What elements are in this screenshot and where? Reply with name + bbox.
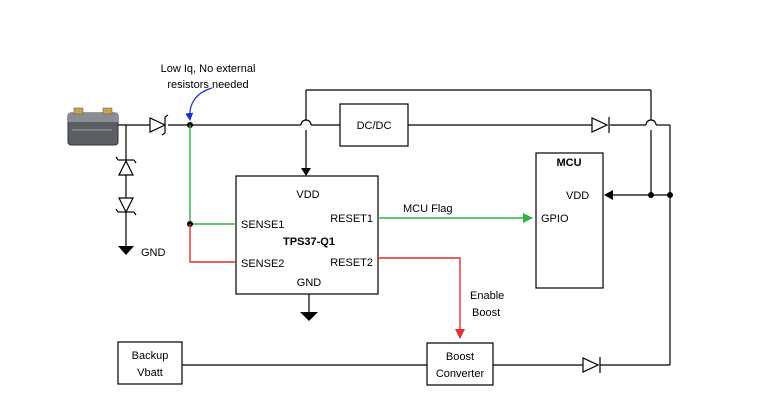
- ic-ground-icon: [300, 312, 318, 321]
- tvs-diode-stack-icon: [115, 125, 137, 246]
- mcu-gpio-label: GPIO: [541, 213, 569, 225]
- ic-reset1-label: RESET1: [330, 213, 373, 225]
- car-battery-icon: [67, 107, 119, 146]
- dcdc-label: DC/DC: [357, 120, 392, 132]
- boost-label-1: Boost: [446, 351, 474, 363]
- ic-sense1-label: SENSE1: [241, 219, 284, 231]
- ic-gnd-label: GND: [297, 277, 322, 289]
- backup-label-1: Backup: [132, 350, 169, 362]
- output-diode-icon: [591, 117, 610, 133]
- ground-icon: [118, 246, 134, 255]
- mcu-title: MCU: [556, 157, 581, 169]
- backup-diode-icon: [582, 357, 601, 373]
- sense2-wire: [189, 224, 236, 263]
- enable-boost-label-2: Boost: [472, 307, 500, 319]
- ic-sense2-label: SENSE2: [241, 258, 284, 270]
- vdd-feed-wire: [305, 89, 652, 195]
- dcdc-block: [339, 103, 409, 147]
- tps37-block: [235, 175, 379, 295]
- mcu-vdd-arrow: [604, 190, 613, 200]
- mcu-vdd-label: VDD: [566, 190, 589, 202]
- ic-reset2-label: RESET2: [330, 257, 373, 269]
- ic-vdd-arrow: [301, 168, 311, 176]
- boost-converter-block: [426, 342, 494, 386]
- rail-node-2: [667, 192, 673, 198]
- backup-vbatt-block: [117, 341, 183, 385]
- boost-label-2: Converter: [436, 368, 485, 380]
- gnd-label: GND: [141, 247, 166, 259]
- ic-name: TPS37-Q1: [283, 236, 335, 248]
- enable-boost-label-1: Enable: [470, 290, 504, 302]
- annotation-arrow: [185, 87, 213, 121]
- rail-node-1: [648, 192, 654, 198]
- reverse-protection-diode-icon: [149, 114, 169, 136]
- ic-vdd-label: VDD: [296, 189, 319, 201]
- right-rail: [613, 125, 671, 365]
- annotation-line-1: Low Iq, No external: [161, 63, 256, 75]
- mcu-block: [535, 152, 604, 289]
- backup-label-2: Vbatt: [137, 367, 163, 379]
- mcu-flag-label: MCU Flag: [403, 203, 453, 215]
- annotation-line-2: resistors needed: [167, 79, 248, 91]
- enable-boost-wire: [378, 257, 465, 339]
- sense1-wire: [189, 125, 236, 225]
